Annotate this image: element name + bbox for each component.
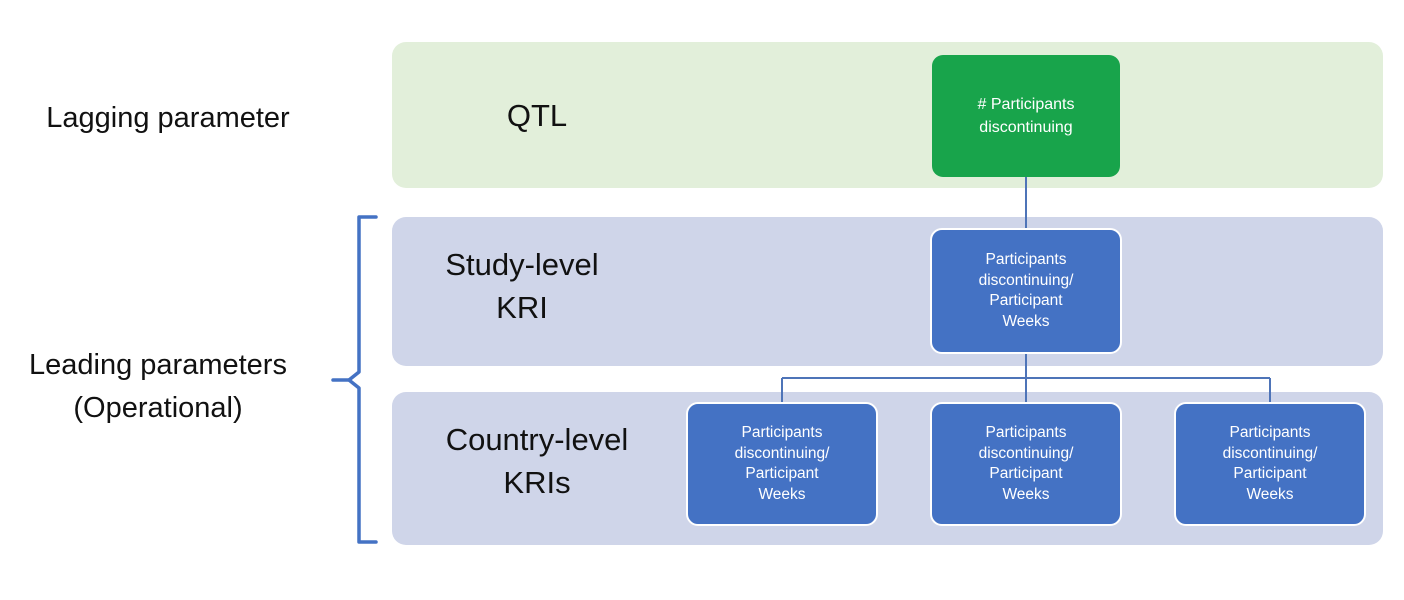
country-kri-node-line3: Participant bbox=[745, 465, 819, 482]
country-kri-node-line1: Participants bbox=[1229, 424, 1311, 441]
country-kri-node: Participants discontinuing/ Participant … bbox=[930, 402, 1122, 526]
country-kri-node-line2: discontinuing/ bbox=[978, 444, 1074, 462]
band-study-level-kri: Study-level KRI bbox=[392, 217, 1383, 366]
left-brace-icon bbox=[331, 215, 378, 544]
qtl-node-line1: # Participants bbox=[977, 96, 1075, 113]
band-qtl-label: QTL bbox=[506, 97, 568, 133]
label-lagging-parameter: Lagging parameter bbox=[46, 102, 290, 134]
qtl-node-line2: discontinuing bbox=[979, 119, 1073, 136]
study-kri-node: Participants discontinuing/ Participant … bbox=[930, 228, 1122, 354]
leading-parameters-line1: Leading parameters bbox=[29, 349, 287, 381]
country-kri-node-line2: discontinuing/ bbox=[734, 444, 830, 462]
country-kri-node: Participants discontinuing/ Participant … bbox=[1174, 402, 1366, 526]
country-kri-node-line4: Weeks bbox=[1002, 485, 1050, 503]
label-leading-parameters: Leading parameters (Operational) bbox=[8, 344, 308, 430]
country-kri-node-line4: Weeks bbox=[1246, 485, 1294, 503]
country-kri-node-line4: Weeks bbox=[758, 485, 806, 503]
band-study-label: Study-level KRI bbox=[392, 243, 652, 329]
band-study-label-line1: Study-level bbox=[445, 247, 599, 282]
country-kri-node-line1: Participants bbox=[985, 424, 1067, 441]
study-kri-node-line1: Participants bbox=[985, 251, 1067, 268]
country-kri-node-line3: Participant bbox=[989, 465, 1063, 482]
country-kri-node: Participants discontinuing/ Participant … bbox=[686, 402, 878, 526]
study-kri-node-line4: Weeks bbox=[1002, 312, 1050, 330]
country-kri-node-line3: Participant bbox=[1233, 465, 1307, 482]
study-kri-node-line2: discontinuing/ bbox=[978, 271, 1074, 289]
qtl-node: # Participants discontinuing bbox=[932, 55, 1120, 177]
band-study-label-line2: KRI bbox=[496, 290, 548, 325]
study-kri-node-line3: Participant bbox=[989, 292, 1063, 309]
band-country-label: Country-level KRIs bbox=[392, 418, 682, 504]
country-kri-node-line1: Participants bbox=[741, 424, 823, 441]
band-country-label-line1: Country-level bbox=[445, 422, 629, 457]
leading-parameters-line2: (Operational) bbox=[73, 392, 243, 424]
band-qtl: QTL bbox=[392, 42, 1383, 188]
band-country-label-line2: KRIs bbox=[503, 465, 571, 500]
country-kri-node-line2: discontinuing/ bbox=[1222, 444, 1318, 462]
